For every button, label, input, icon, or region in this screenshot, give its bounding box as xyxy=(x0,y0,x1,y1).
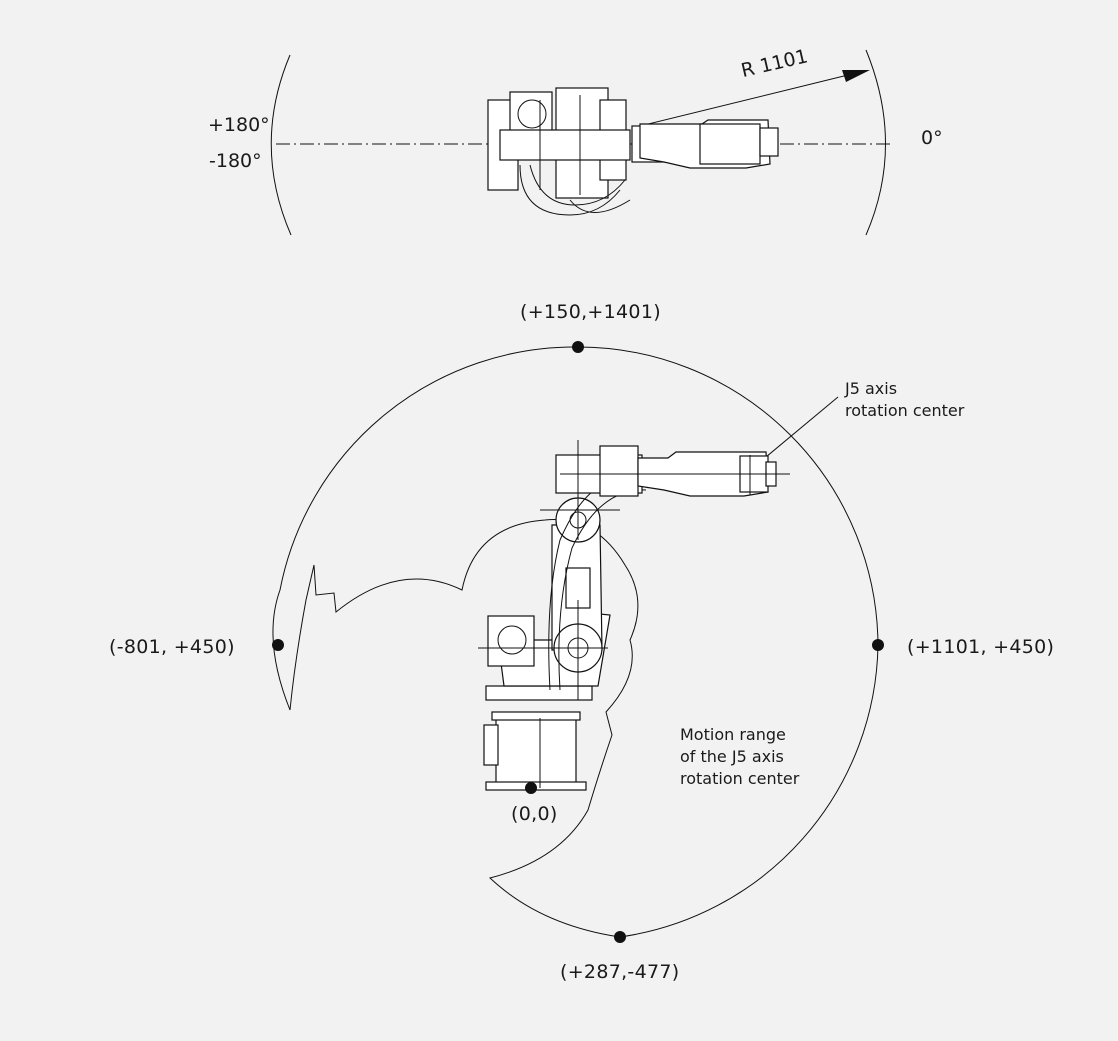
side-view xyxy=(272,341,884,943)
top-view xyxy=(270,49,890,236)
point-top-marker xyxy=(572,341,584,353)
point-bottom-label: (+287,-477) xyxy=(560,961,680,983)
angle-zero-label: 0° xyxy=(921,127,943,149)
j5-center-annotation: J5 axis rotation center xyxy=(845,379,965,420)
motion-range-annotation: Motion range of the J5 axis rotation cen… xyxy=(680,725,800,788)
angle-minus-label: -180° xyxy=(209,150,262,172)
point-right-marker xyxy=(872,639,884,651)
point-left-marker xyxy=(272,639,284,651)
radius-arrowhead xyxy=(842,70,870,82)
radius-arrow-line xyxy=(631,73,853,129)
j5-leader-line xyxy=(759,396,839,463)
point-origin-label: (0,0) xyxy=(511,803,558,825)
robot-side-view xyxy=(483,445,780,791)
angle-plus-label: +180° xyxy=(208,114,270,136)
center-marks xyxy=(478,440,790,700)
robot-top-view xyxy=(487,87,779,216)
point-origin-marker xyxy=(525,782,537,794)
point-right-label: (+1101, +450) xyxy=(907,636,1055,658)
top-view-right-arc xyxy=(865,49,886,236)
point-left-label: (-801, +450) xyxy=(109,636,235,658)
point-bottom-marker xyxy=(614,931,626,943)
motion-range-envelope xyxy=(272,346,879,938)
point-top-label: (+150,+1401) xyxy=(520,301,661,323)
top-view-left-arc xyxy=(270,54,292,236)
